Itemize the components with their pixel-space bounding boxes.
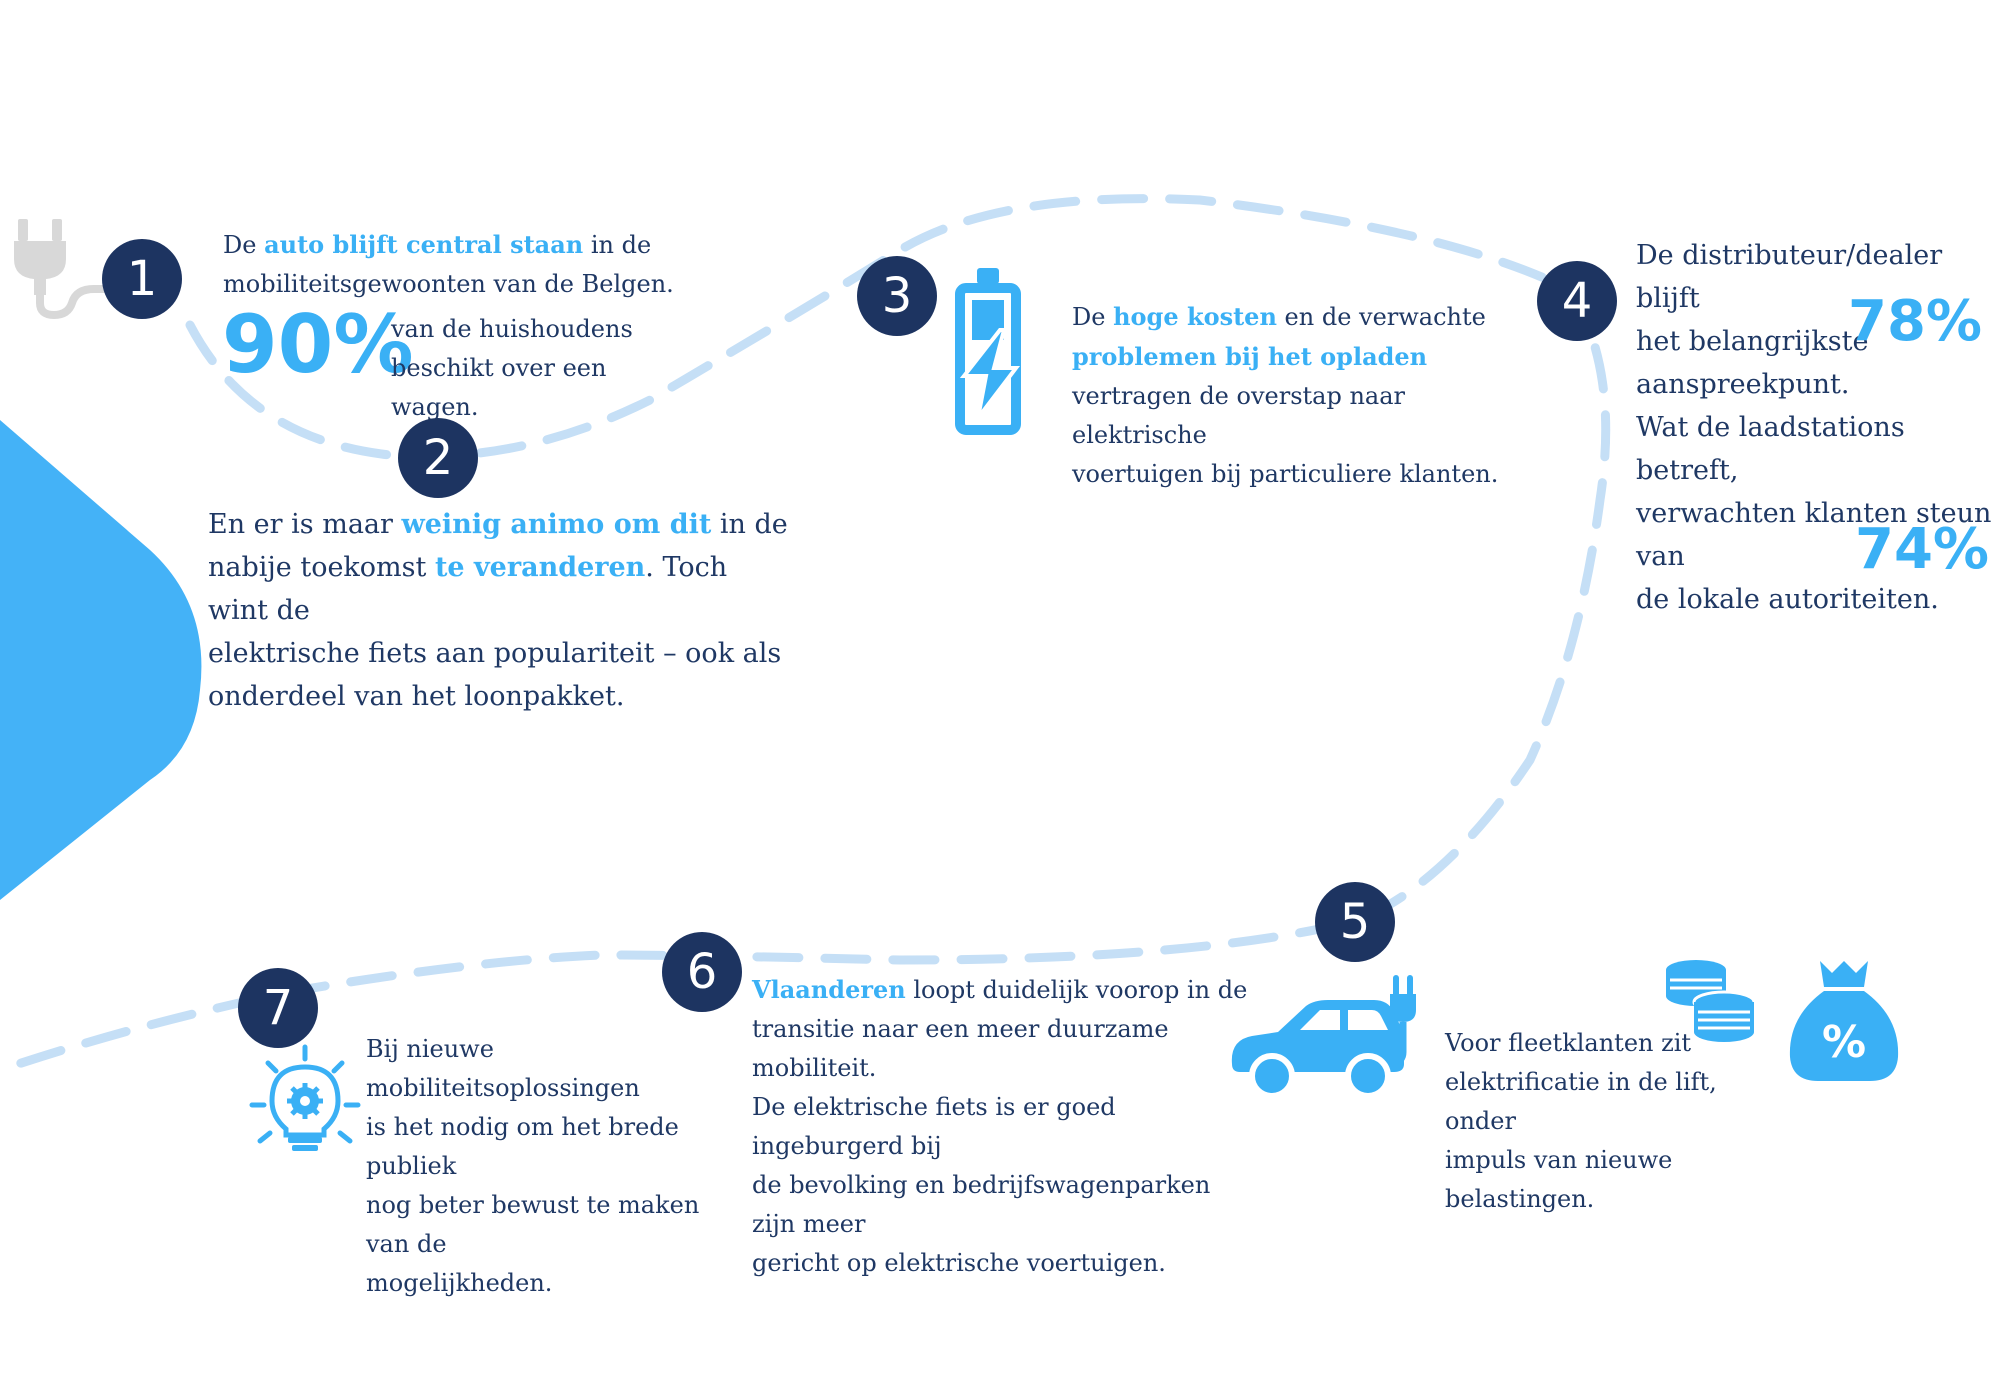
step-3-text: De hoge kosten en de verwachte problemen… (1072, 297, 1502, 494)
step-5-badge: 5 (1315, 882, 1395, 962)
step-1-text: De auto blijft central staan in de mobil… (223, 225, 683, 304)
coins-icon (1666, 960, 1756, 1042)
step-5-line-4: belastingen. (1445, 1185, 1595, 1213)
step-4-stat-b: 74% (1855, 517, 1990, 582)
step-7-line-3: nog beter bewust te maken van de (366, 1191, 700, 1258)
step-4-line-1: De distributeur/dealer blijft (1636, 240, 1943, 314)
plug-icon (14, 219, 113, 320)
step-2-line-4: onderdeel van het loonpakket. (208, 681, 625, 712)
step-7-line-1: Bij nieuwe mobiliteitsoplossingen (366, 1035, 640, 1102)
step-4-badge: 4 (1537, 261, 1617, 341)
step-2-badge: 2 (398, 418, 478, 498)
step-1-stat-line-2: beschikt over een wagen. (391, 354, 607, 421)
step-3-highlight-b: problemen bij het opladen (1072, 342, 1428, 371)
step-6-text-a: loopt duidelijk voorop in de (905, 976, 1248, 1004)
step-2-text-b: in de (711, 509, 788, 540)
step-6-badge: 6 (662, 932, 742, 1012)
money-bag-percent-icon: % (1789, 961, 1899, 1081)
step-1-highlight: auto blijft central staan (264, 230, 584, 259)
step-3-badge: 3 (857, 256, 937, 336)
step-2-text-c: nabije toekomst (208, 552, 435, 583)
step-1-line-2: mobiliteitsgewoonten van de Belgen. (223, 270, 674, 298)
step-5-text: Voor fleetklanten zit elektrificatie in … (1445, 1024, 1785, 1219)
step-2-line-3: elektrische fiets aan populariteit – ook… (208, 638, 782, 669)
battery-charging-icon (955, 268, 1021, 435)
step-1-stat-text: van de huishoudens beschikt over een wag… (391, 310, 691, 427)
step-7-line-2: is het nodig om het brede publiek (366, 1113, 679, 1180)
decorative-blue-shape (0, 420, 202, 900)
step-1-stat-line-1: van de huishoudens (391, 315, 633, 343)
step-4-line-3: aanspreekpunt. (1636, 369, 1850, 400)
step-6-highlight: Vlaanderen (752, 975, 906, 1004)
step-4-line-6: de lokale autoriteiten. (1636, 584, 1939, 615)
step-1-badge: 1 (102, 239, 182, 319)
step-7-badge: 7 (238, 968, 318, 1048)
step-7-line-4: mogelijkheden. (366, 1269, 553, 1297)
step-3-highlight-a: hoge kosten (1113, 302, 1277, 331)
step-2-text-a: En er is maar (208, 509, 402, 540)
step-6-line-3: De elektrische fiets is er goed ingeburg… (752, 1093, 1116, 1160)
step-4-line-4: Wat de laadstations betreft, (1636, 412, 1905, 486)
step-2-text-d: . Toch wint de (208, 552, 728, 626)
step-3-text-a: De (1072, 303, 1114, 331)
step-1-stat: 90% (222, 298, 414, 391)
money-bag-symbol: % (1822, 1017, 1866, 1068)
step-4-line-2: het belangrijkste (1636, 326, 1869, 357)
step-5-line-3: impuls van nieuwe (1445, 1146, 1673, 1174)
step-2-highlight-a: weinig animo om dit (401, 509, 712, 540)
step-3-line-3: vertragen de overstap naar elektrische (1072, 382, 1405, 449)
step-4-stat-a: 78% (1848, 289, 1983, 354)
step-1-text-a: De (223, 231, 265, 259)
step-1-text-b: in de (583, 231, 652, 259)
lightbulb-gear-icon (249, 1044, 361, 1151)
step-6-line-5: gericht op elektrische voertuigen. (752, 1249, 1166, 1277)
step-2-text: En er is maar weinig animo om dit in de … (208, 503, 788, 718)
step-4-text: De distributeur/dealer blijft het belang… (1636, 234, 1996, 621)
step-7-text: Bij nieuwe mobiliteitsoplossingen is het… (366, 1030, 726, 1303)
step-6-text: Vlaanderen loopt duidelijk voorop in de … (752, 970, 1252, 1283)
step-2-highlight-b: te veranderen (434, 552, 646, 583)
electric-car-icon (1231, 975, 1416, 1099)
step-5-line-2: elektrificatie in de lift, onder (1445, 1068, 1717, 1135)
step-4-line-5: verwachten klanten steun van (1636, 498, 1992, 572)
step-6-line-2: transitie naar een meer duurzame mobilit… (752, 1015, 1169, 1082)
step-5-line-1: Voor fleetklanten zit (1445, 1029, 1692, 1057)
step-6-line-4: de bevolking en bedrijfswagenparken zijn… (752, 1171, 1211, 1238)
step-3-text-b: en de verwachte (1276, 303, 1486, 331)
step-3-line-4: voertuigen bij particuliere klanten. (1072, 460, 1499, 488)
